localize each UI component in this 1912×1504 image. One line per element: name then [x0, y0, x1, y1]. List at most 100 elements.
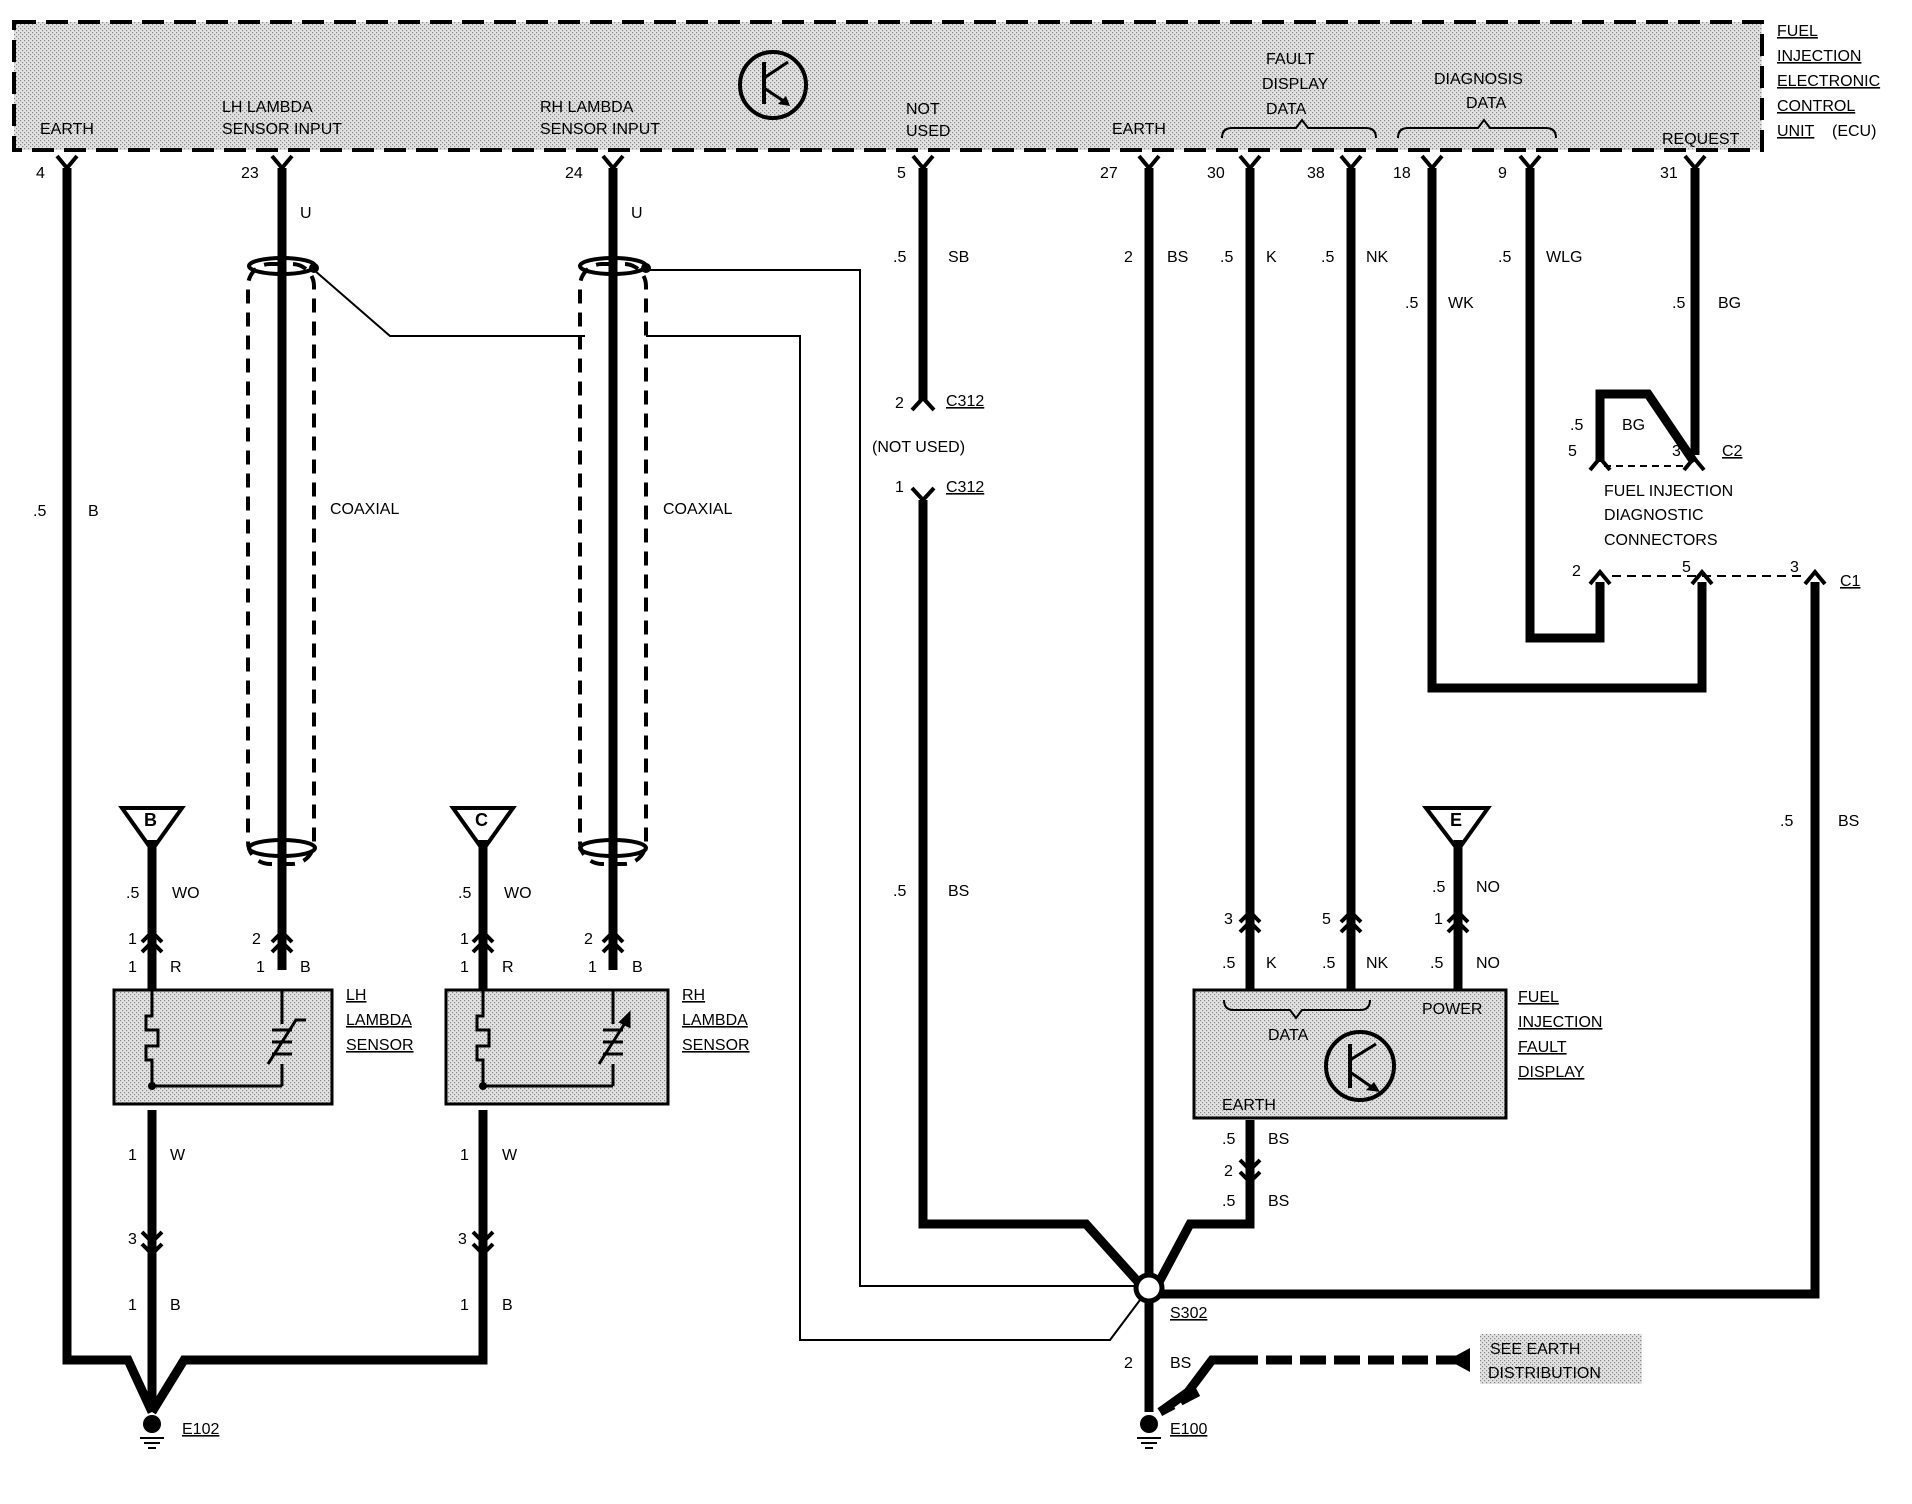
variable-resistor-icon — [266, 990, 306, 1086]
transistor-icon — [738, 50, 808, 120]
see-earth-box — [1480, 1334, 1642, 1384]
fault-earth-pin: 2 — [1224, 1163, 1233, 1180]
heater-icon — [144, 990, 160, 1086]
pin-terminal-9 — [1518, 154, 1542, 172]
wire-pin18-color: WK — [1448, 295, 1474, 312]
wire-pin4-color: B — [88, 503, 99, 520]
c312-label-top: C312 — [946, 393, 984, 410]
ecu-label-diag-data: DATA — [1466, 95, 1507, 112]
ecu-label-earth-right: EARTH — [1112, 121, 1166, 138]
see-earth-line1: SEE EARTH — [1490, 1341, 1580, 1358]
splice-s302 — [1133, 1272, 1165, 1304]
ecu-pins: 4 23 24 5 27 30 38 18 9 31 — [36, 154, 1707, 182]
c1-pin-2: 2 — [1572, 563, 1581, 580]
fault-pin-nk: 5 — [1322, 911, 1331, 928]
lh-coax-bot-ring — [247, 838, 317, 858]
wire-pin9-color: WLG — [1546, 249, 1582, 266]
c312-label-bot: C312 — [946, 479, 984, 496]
feed-b-label: B — [144, 810, 157, 830]
wire-c1-size: .5 — [1780, 813, 1793, 830]
diag-conn-line2: DIAGNOSTIC — [1604, 507, 1704, 524]
lh-gnd-size: 1 — [128, 1297, 137, 1314]
lh-pin1-top: 1 — [128, 931, 137, 948]
lh-pin1-side: 1 — [128, 959, 137, 976]
rh-gnd-color: B — [502, 1297, 513, 1314]
fault-data-label: DATA — [1268, 1027, 1309, 1044]
fault-name-2: INJECTION — [1518, 1014, 1602, 1031]
pin-4: 4 — [36, 165, 45, 182]
wire-pin30-color: K — [1266, 249, 1277, 266]
pin-terminal-4 — [55, 154, 79, 172]
lh-gnd-color: B — [170, 1297, 181, 1314]
wire-pin38-color: NK — [1366, 249, 1389, 266]
diag-conn-line1: FUEL INJECTION — [1604, 483, 1733, 500]
transistor-icon — [1324, 1030, 1396, 1102]
rh-in-color: WO — [504, 885, 532, 902]
rh-gnd-size: 1 — [460, 1297, 469, 1314]
pin-terminal-23 — [270, 154, 294, 172]
fault-nk-size: .5 — [1322, 955, 1335, 972]
ecu-title-4: CONTROL — [1777, 98, 1855, 115]
ecu-label-data: DATA — [1266, 101, 1307, 118]
fault-display: E .5 NO 3 5 1 .5 K .5 NK .5 NO DATA POWE… — [1192, 806, 1602, 1210]
pin-9: 9 — [1498, 165, 1507, 182]
fault-power-label: POWER — [1422, 1001, 1482, 1018]
wire-pin24-color: U — [631, 205, 643, 222]
diagnostic-connectors: 5 3 C2 FUEL INJECTION DIAGNOSTIC CONNECT… — [1568, 443, 1861, 590]
pin-terminal-24 — [601, 154, 625, 172]
fault-nk-color: NK — [1366, 955, 1389, 972]
e100-label: E100 — [1170, 1421, 1207, 1438]
fault-pin-k: 3 — [1224, 911, 1233, 928]
wire-see-earth-dash2 — [1157, 1388, 1201, 1416]
ecu-label-rh-lambda: RH LAMBDA — [540, 99, 634, 116]
lh-pin2-color: B — [300, 959, 311, 976]
fault-earth-label: EARTH — [1222, 1097, 1276, 1114]
wire-pin38-size: .5 — [1321, 249, 1334, 266]
fault-pin-no: 1 — [1434, 911, 1443, 928]
rh-pin2-top: 2 — [584, 931, 593, 948]
rh-coax-bot-ring — [578, 838, 648, 858]
arrow-icon — [1448, 1348, 1470, 1372]
lh-name-2: LAMBDA — [346, 1012, 412, 1029]
ecu-label-rh-sensor-input: SENSOR INPUT — [540, 121, 660, 138]
ecu-label-display: DISPLAY — [1262, 76, 1329, 93]
fault-k-size: .5 — [1222, 955, 1235, 972]
pin-31: 31 — [1660, 165, 1678, 182]
ecu-label-not: NOT — [906, 101, 940, 118]
ecu-title-1: FUEL — [1777, 23, 1818, 40]
c1-label: C1 — [1840, 573, 1861, 590]
c2-pin-5: 5 — [1568, 443, 1577, 460]
rh-lambda-sensor: C .5 WO 1 1 R 2 1 B RH LAMBDA SENSOR 1 W… — [444, 806, 750, 1314]
pin-terminal-30 — [1238, 154, 1262, 172]
rh-pin2-side: 1 — [588, 959, 597, 976]
c312-not-used: (NOT USED) — [872, 439, 965, 456]
lh-out-color: W — [170, 1147, 186, 1164]
rh-shield-drain — [646, 269, 1140, 1287]
rh-out-color: W — [502, 1147, 518, 1164]
feed-e-label: E — [1450, 810, 1462, 830]
rh-out-size: 1 — [460, 1147, 469, 1164]
wire-c2-loop — [1595, 389, 1698, 465]
wire-pin31-color: BG — [1718, 295, 1741, 312]
ecu-title-2: INJECTION — [1777, 48, 1861, 65]
fault-no-color: NO — [1476, 955, 1500, 972]
pin-23: 23 — [241, 165, 259, 182]
wire-pin4-size: .5 — [33, 503, 46, 520]
ecu-title-3: ELECTRONIC — [1777, 73, 1880, 90]
wire-pin23-color: U — [300, 205, 312, 222]
ecu-block: EARTH LH LAMBDA SENSOR INPUT RH LAMBDA S… — [12, 20, 1880, 152]
c2-pin-3: 3 — [1672, 443, 1681, 460]
pin-24: 24 — [565, 165, 583, 182]
pin-30: 30 — [1207, 165, 1225, 182]
ecu-title-5: UNIT — [1777, 123, 1815, 140]
fault-earth-color-top: BS — [1268, 1131, 1289, 1148]
lh-coaxial-label: COAXIAL — [330, 501, 399, 518]
wire-pin5-color: SB — [948, 249, 969, 266]
rh-pin1-color: R — [502, 959, 514, 976]
wire-pin9-size: .5 — [1498, 249, 1511, 266]
see-earth-line2: DISTRIBUTION — [1488, 1365, 1601, 1382]
rh-coaxial-label: COAXIAL — [663, 501, 732, 518]
rh-name-2: LAMBDA — [682, 1012, 748, 1029]
ground-icon — [140, 1415, 164, 1449]
c312-connector: 2 C312 (NOT USED) 1 C312 — [872, 393, 984, 503]
